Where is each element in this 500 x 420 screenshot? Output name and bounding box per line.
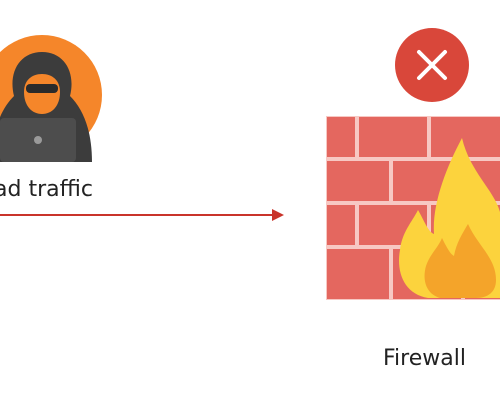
hacker-icon	[0, 35, 102, 162]
hacker-face	[24, 74, 60, 114]
close-icon	[417, 50, 447, 80]
firewall-label: Firewall	[383, 346, 466, 371]
traffic-arrow-head	[272, 209, 284, 221]
hacker-mask	[26, 84, 58, 93]
flame-icon	[399, 138, 500, 298]
traffic-label: ad traffic	[0, 177, 93, 202]
laptop-logo	[34, 136, 42, 144]
traffic-arrow	[0, 209, 284, 221]
laptop-icon	[0, 118, 76, 162]
blocked-badge	[395, 28, 469, 102]
flame-inner	[424, 224, 496, 298]
